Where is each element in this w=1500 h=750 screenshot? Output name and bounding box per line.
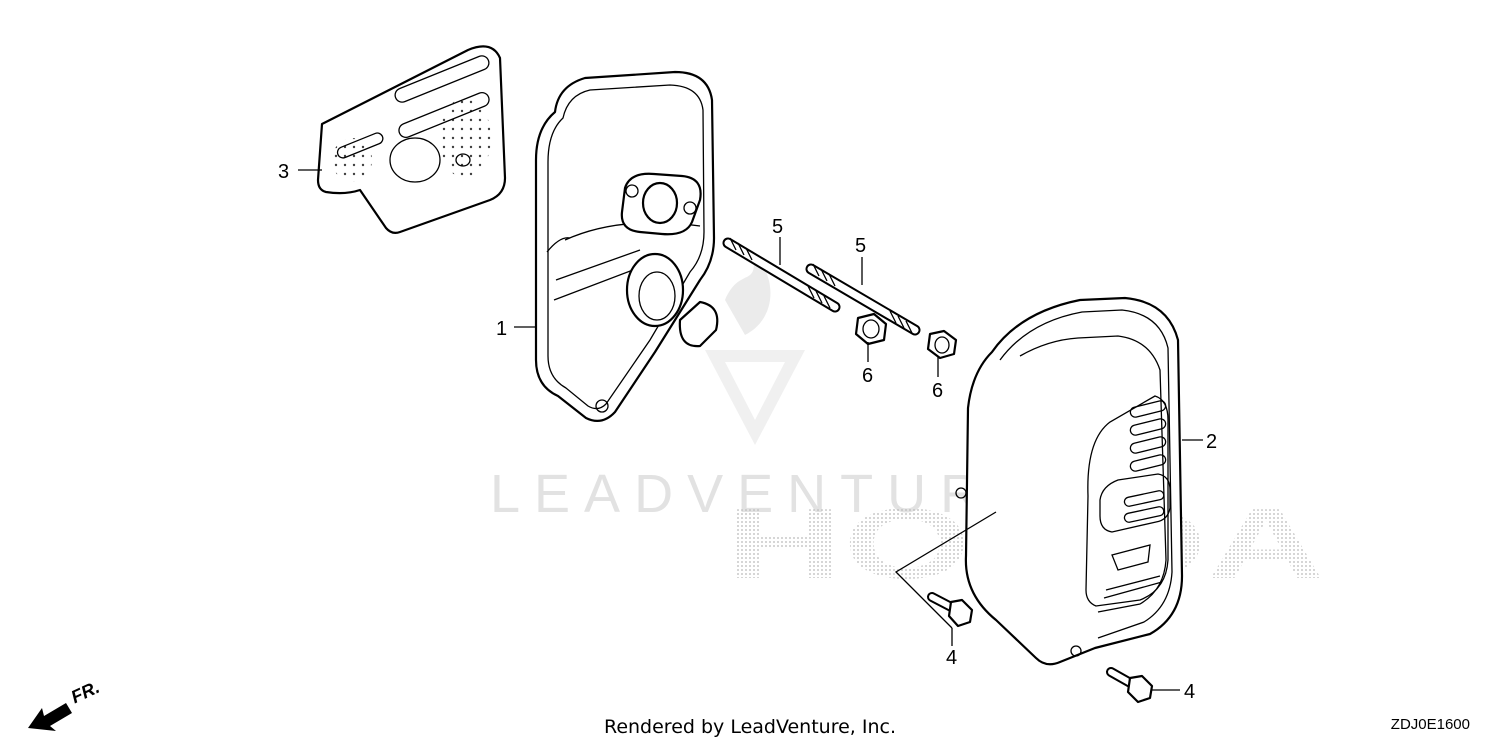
nut-right-part[interactable] — [926, 329, 958, 360]
leadventure-logo — [705, 250, 805, 445]
front-arrow-icon — [28, 703, 72, 731]
stud-right-part[interactable] — [805, 263, 921, 336]
diagram-code: ZDJ0E1600 — [1390, 716, 1470, 733]
render-credit: Rendered by LeadVenture, Inc. — [603, 716, 897, 738]
callout-2: 2 — [1206, 431, 1217, 453]
stud-left-part[interactable] — [722, 237, 841, 313]
nut-left-part[interactable] — [854, 312, 888, 346]
muffler-cover-part[interactable] — [955, 296, 1184, 666]
watermark-text: LEADVENTURE — [490, 464, 1043, 524]
callout-6-left: 6 — [862, 365, 873, 387]
leader-lines — [298, 169, 1203, 691]
callout-labels: 3 1 2 5 5 6 6 4 4 — [278, 161, 1217, 703]
bolt-right-part[interactable] — [1106, 667, 1154, 704]
callout-4-right: 4 — [1184, 681, 1195, 703]
gasket-part[interactable] — [316, 45, 507, 234]
callout-3: 3 — [278, 161, 289, 183]
muffler-protector-part[interactable] — [534, 70, 719, 423]
callout-5-left: 5 — [772, 216, 783, 238]
callout-4-left: 4 — [946, 647, 957, 669]
callout-5-right: 5 — [855, 235, 866, 257]
watermark: LEADVENTURE HONDA — [490, 250, 1325, 600]
bolt-left-part[interactable] — [927, 592, 974, 628]
callout-1: 1 — [496, 318, 507, 340]
callout-6-right: 6 — [932, 380, 943, 402]
